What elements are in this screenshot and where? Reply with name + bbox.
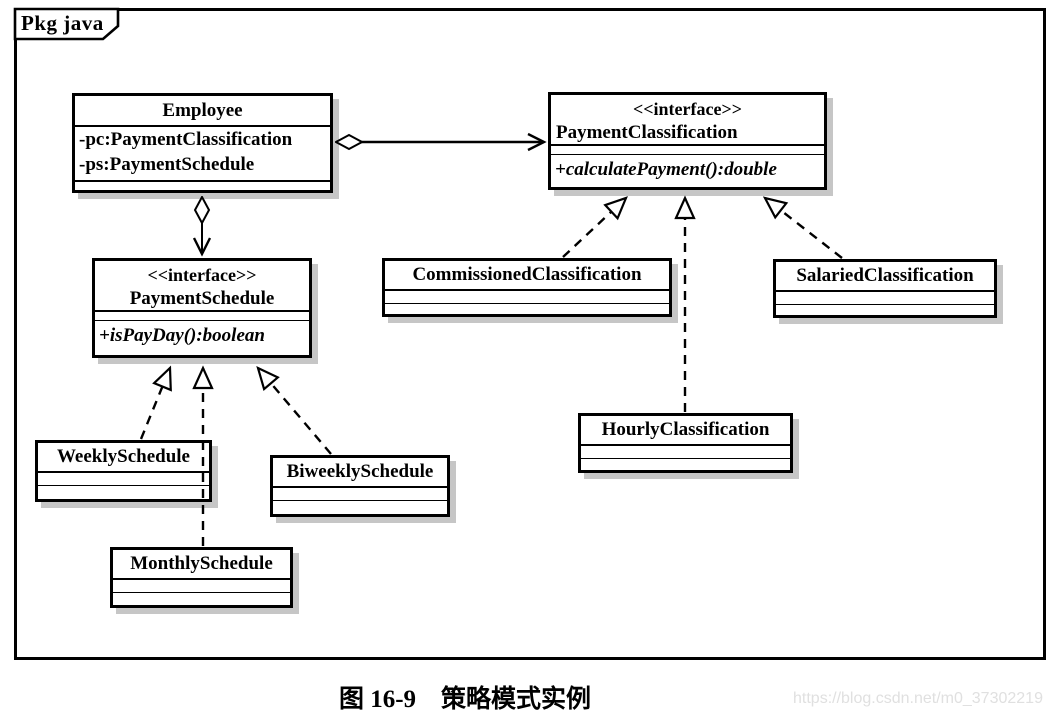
class-weekly-schedule: WeeklySchedule [35,440,212,502]
attributes-empty [273,488,447,500]
separator [551,154,824,156]
separator [581,443,790,446]
separator [776,289,994,292]
separator [273,499,447,501]
separator [38,470,209,473]
watermark-url: https://blog.csdn.net/m0_37302219 [793,690,1043,707]
separator [38,484,209,486]
class-biweekly-schedule: BiweeklySchedule [270,455,450,517]
separator [75,180,330,183]
separator [385,288,669,291]
method-calculate-payment: +calculatePayment():double [555,159,777,181]
attribute-ps: -ps:PaymentSchedule [79,154,255,176]
class-salaried-classification: SalariedClassification [773,259,997,318]
attributes-empty [38,473,209,485]
class-hourly-name: HourlyClassification [601,419,770,440]
separator [385,302,669,304]
class-biweekly-name: BiweeklySchedule [286,461,434,482]
class-monthly-name: MonthlySchedule [130,553,273,574]
interface-payment-classification-name: PaymentClassification [556,121,738,143]
separator [776,303,994,305]
class-employee: Employee -pc:PaymentClassification -ps:P… [72,93,333,193]
separator [581,457,790,459]
class-commissioned-name: CommissionedClassification [412,264,642,285]
class-employee-methods-empty [75,182,330,190]
attributes-empty [385,291,669,303]
methods-empty [38,486,209,499]
figure-caption: 图 16-9 策略模式实例 [338,686,592,713]
class-hourly-classification: HourlyClassification [578,413,793,473]
interface-stereotype: <<interface>> [633,99,742,119]
separator [95,320,309,322]
class-monthly-schedule: MonthlySchedule [110,547,293,608]
class-weekly-name: WeeklySchedule [56,446,190,467]
package-label: Pkg java [21,11,104,35]
class-employee-name: Employee [162,100,243,121]
separator [75,124,330,127]
interface-payment-schedule: <<interface>> PaymentSchedule +isPayDay(… [92,258,312,358]
attributes-empty [581,446,790,458]
package-frame [14,8,1046,660]
attribute-pc: -pc:PaymentClassification [79,128,293,150]
methods-empty [113,593,290,605]
methods-empty [581,459,790,470]
attributes-empty [95,312,309,320]
class-employee-attributes: -pc:PaymentClassification -ps:PaymentSch… [75,127,330,178]
methods-empty [385,304,669,314]
method-is-pay-day: +isPayDay():boolean [99,325,265,347]
interface-payment-classification: <<interface>> PaymentClassification +cal… [548,92,827,190]
interface-payment-schedule-methods: +isPayDay():boolean [95,321,309,355]
separator [273,485,447,488]
methods-empty [776,305,994,315]
attributes-empty [776,292,994,304]
interface-payment-classification-methods: +calculatePayment():double [551,155,824,187]
class-commissioned-classification: CommissionedClassification [382,258,672,317]
interface-payment-schedule-name: PaymentSchedule [129,287,275,309]
attributes-empty [551,146,824,154]
interface-stereotype: <<interface>> [147,265,257,285]
separator [95,310,309,313]
methods-empty [273,501,447,514]
attributes-empty [113,580,290,592]
separator [113,591,290,593]
class-salaried-name: SalariedClassification [796,265,974,286]
separator [113,577,290,580]
separator [551,144,824,147]
